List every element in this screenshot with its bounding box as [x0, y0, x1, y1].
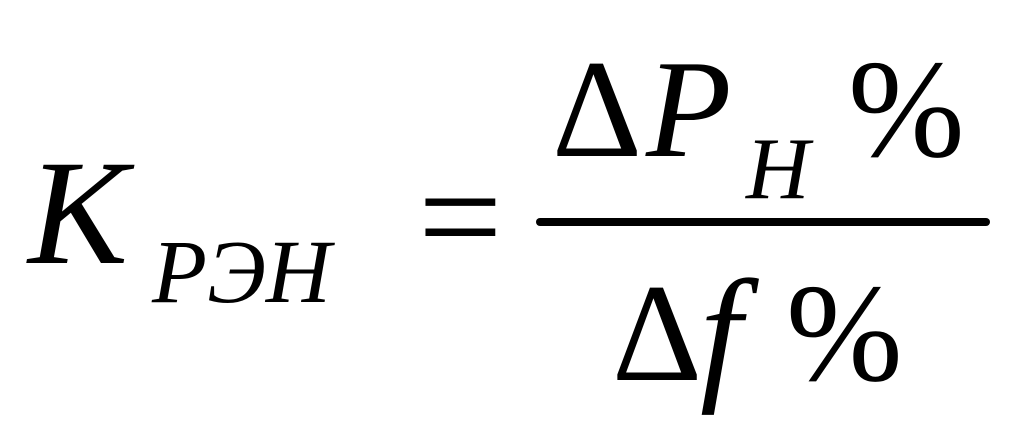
equals-sign: =: [418, 134, 503, 300]
fraction-bar: [536, 218, 990, 226]
denominator-symbol: f: [700, 250, 742, 416]
coefficient-subscript: РЭН: [152, 223, 331, 322]
numerator-symbol: P: [646, 32, 732, 187]
denominator-percent: %: [786, 256, 903, 411]
numerator-delta: Δ: [552, 32, 643, 187]
numerator-percent: %: [848, 32, 965, 187]
numerator-subscript: Н: [746, 121, 810, 218]
denominator-delta: Δ: [612, 256, 703, 411]
coefficient-symbol: K: [28, 130, 129, 296]
